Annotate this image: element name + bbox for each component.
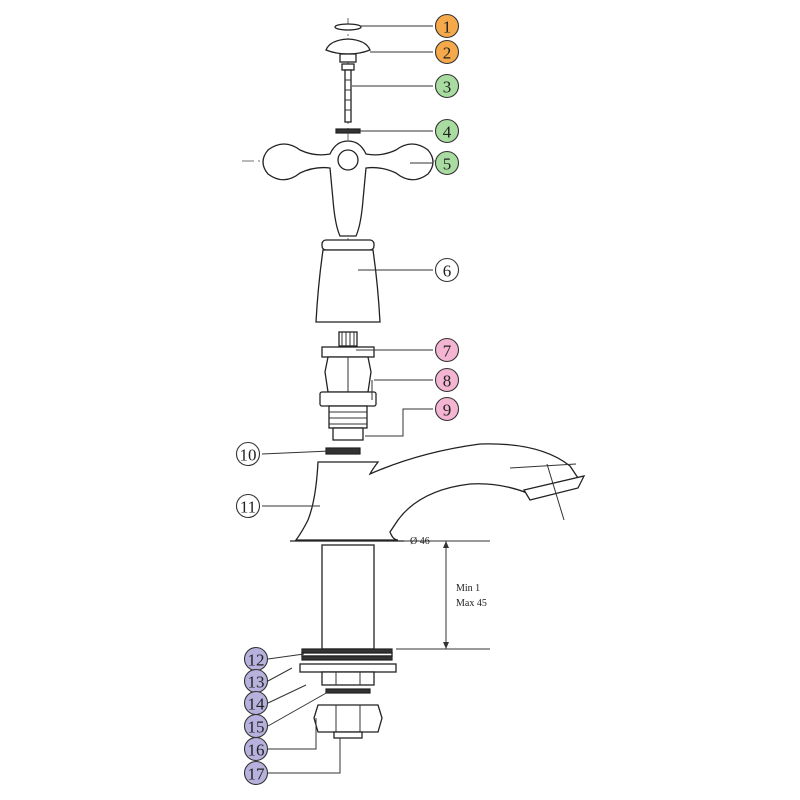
callout-2: 2 — [434, 39, 460, 65]
callout-label-3: 3 — [443, 78, 452, 97]
callout-circle-8 — [434, 367, 460, 393]
callout-1: 1 — [434, 13, 460, 39]
callout-circle-1 — [434, 13, 460, 39]
callout-label-4: 4 — [443, 123, 452, 142]
callout-label-17: 17 — [248, 765, 266, 784]
dimension-annotations: Ø 46 Min 1 Max 45 — [396, 536, 490, 650]
callout-circle-11 — [235, 493, 261, 519]
callout-8: 8 — [434, 367, 460, 393]
callout-label-7: 7 — [443, 342, 452, 361]
callout-3: 3 — [434, 73, 460, 99]
part-9-thread — [328, 405, 368, 441]
callout-label-10: 10 — [240, 446, 257, 465]
callout-label-11: 11 — [240, 498, 256, 517]
callout-17: 17 — [243, 760, 269, 786]
leader-lines-left — [261, 450, 341, 774]
callout-label-9: 9 — [443, 401, 452, 420]
callout-label-8: 8 — [443, 372, 452, 391]
callout-7: 7 — [434, 337, 460, 363]
callout-circle-9 — [434, 396, 460, 422]
callout-label-1: 1 — [443, 18, 452, 37]
callout-label-2: 2 — [443, 44, 452, 63]
callout-label-5: 5 — [443, 155, 452, 174]
callout-circle-7 — [434, 337, 460, 363]
part-13-backnut-plate — [299, 663, 397, 673]
part-8-headwork-body — [319, 346, 377, 407]
part-5-cross-handle — [262, 140, 434, 237]
callout-label-16: 16 — [248, 741, 265, 760]
callout-10: 10 — [235, 441, 261, 467]
callout-15: 15 — [243, 713, 269, 739]
part-17-tail — [333, 731, 363, 739]
part-6-shroud — [315, 239, 381, 323]
tap-shank — [321, 544, 375, 650]
part-14-locknut — [321, 671, 375, 686]
callout-4: 4 — [434, 118, 460, 144]
callout-11: 11 — [235, 493, 261, 519]
callout-label-14: 14 — [248, 695, 266, 714]
callout-circle-3 — [434, 73, 460, 99]
callout-circle-2 — [434, 39, 460, 65]
callout-label-12: 12 — [248, 651, 265, 670]
leader-lines-right — [352, 25, 433, 437]
callout-label-6: 6 — [443, 262, 452, 281]
callout-circle-4 — [434, 118, 460, 144]
callout-circle-5 — [434, 150, 460, 176]
callout-13: 13 — [243, 668, 269, 694]
callout-16: 16 — [243, 736, 269, 762]
callout-circle-6 — [434, 257, 460, 283]
part-3-screw — [341, 63, 355, 123]
part-2-index-cap — [325, 38, 371, 63]
callout-5: 5 — [434, 150, 460, 176]
callout-circle-17 — [243, 760, 269, 786]
callout-circle-16 — [243, 736, 269, 762]
callout-6: 6 — [434, 257, 460, 283]
callout-14: 14 — [243, 690, 269, 716]
part-1-cap-disc — [334, 23, 362, 31]
part-7-spindle-head — [338, 331, 358, 347]
part-11-tap-body — [290, 443, 586, 542]
part-12-washer-stack — [301, 648, 393, 661]
diameter-label: Ø 46 — [410, 536, 430, 547]
min-label: Min 1 — [456, 583, 480, 594]
part-4-washer — [335, 128, 361, 134]
callout-9: 9 — [434, 396, 460, 422]
callout-circle-10 — [235, 441, 261, 467]
part-16-union-nut — [313, 704, 383, 733]
part-15-washer — [325, 688, 371, 694]
max-label: Max 45 — [456, 598, 487, 609]
callout-label-13: 13 — [248, 673, 265, 692]
callout-12: 12 — [243, 646, 269, 672]
part-10-seal-washer — [325, 447, 361, 455]
callout-label-15: 15 — [248, 718, 265, 737]
